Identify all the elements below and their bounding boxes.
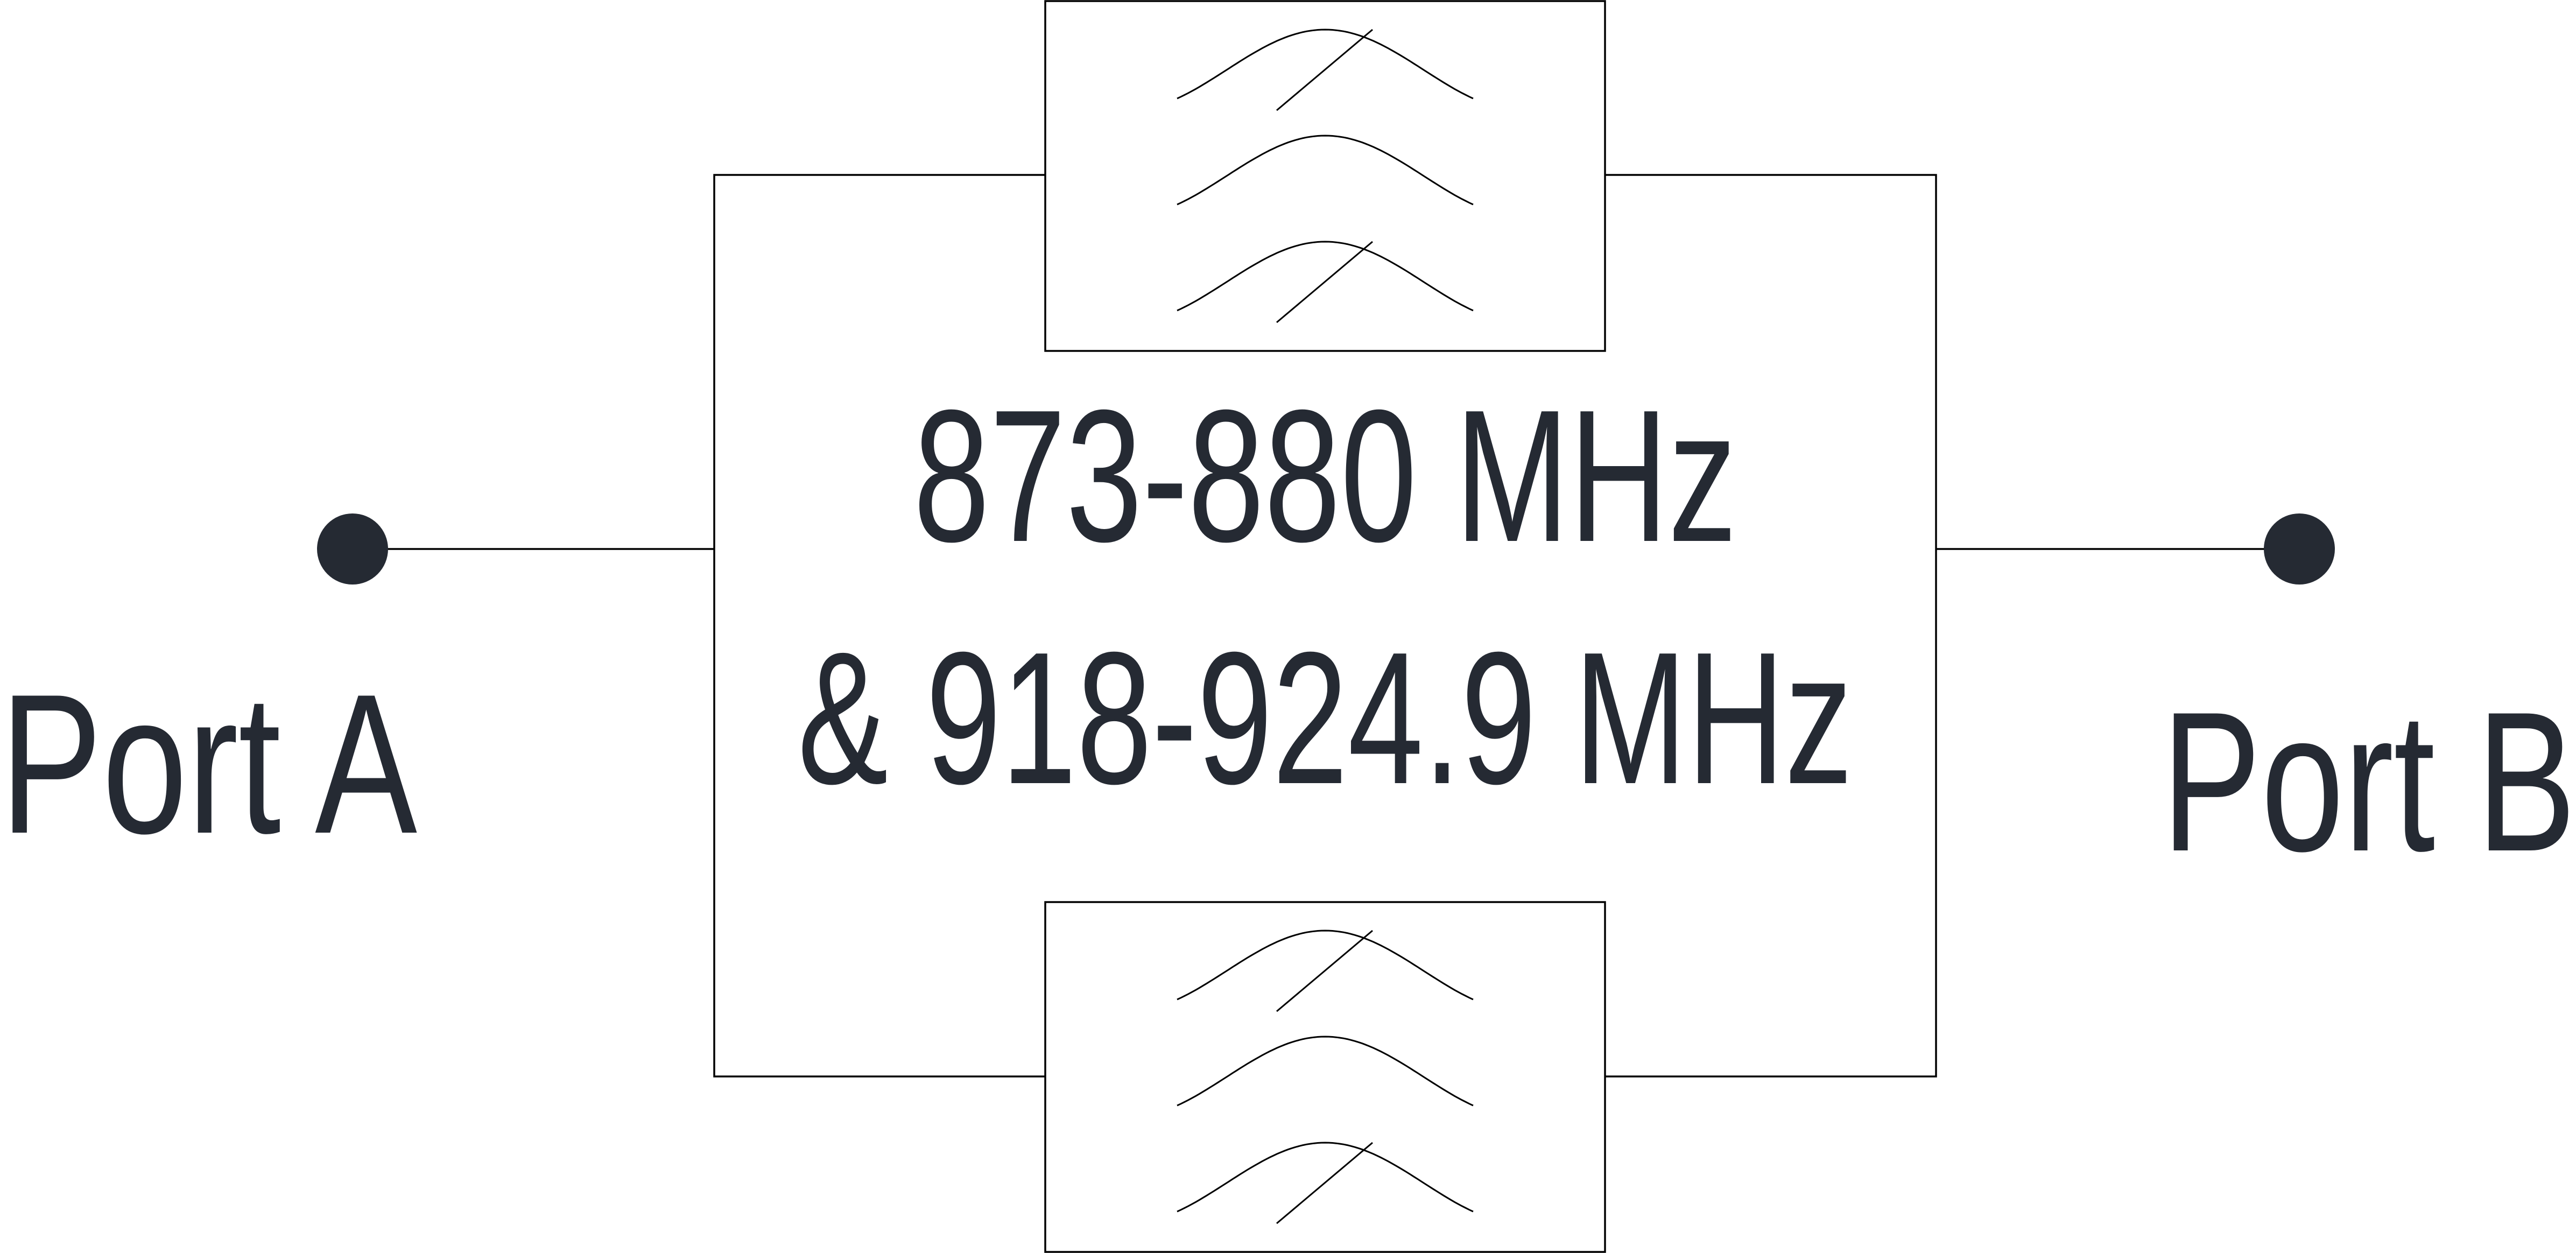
top-filter: [1044, 0, 1606, 352]
top-filter-wave-1-strike: [1276, 29, 1373, 111]
frequency-line-2: & 918-924.9 MHz: [798, 613, 1853, 823]
bottom-filter: [1044, 901, 1606, 1253]
top-filter-wave-3: [1177, 241, 1474, 312]
top-filter-symbol-icon: [1177, 29, 1474, 323]
bottom-filter-wave-1: [1177, 930, 1474, 1001]
top-filter-wave-2: [1177, 135, 1474, 206]
port-b-terminal-icon: [2264, 513, 2335, 585]
frequency-line-1: 873-880 MHz: [913, 371, 1737, 581]
top-filter-wave-3-strike: [1276, 241, 1373, 323]
bottom-filter-symbol-icon: [1177, 930, 1474, 1224]
bottom-filter-wave-1-strike: [1276, 930, 1373, 1012]
port-a-terminal-icon: [317, 513, 388, 585]
bottom-filter-wave-3-strike: [1276, 1142, 1373, 1224]
bottom-filter-wave-2: [1177, 1036, 1474, 1107]
top-filter-box: [1044, 0, 1606, 352]
port-b-label: Port B: [2162, 671, 2576, 893]
top-filter-wave-1: [1177, 29, 1474, 100]
port-a-label: Port A: [0, 653, 418, 875]
bottom-filter-box: [1044, 901, 1606, 1253]
bottom-filter-wave-3: [1177, 1142, 1474, 1213]
